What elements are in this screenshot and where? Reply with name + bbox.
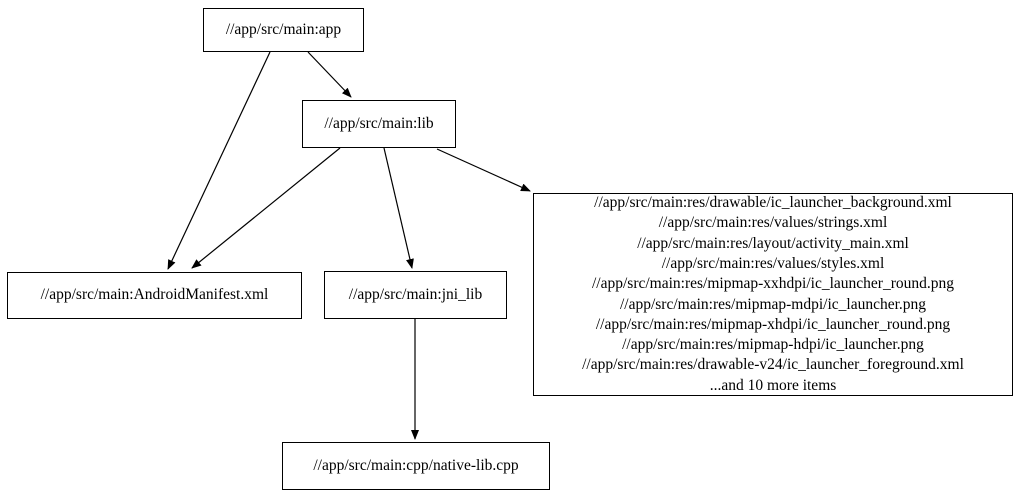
res-group-line: //app/src/main:res/mipmap-xhdpi/ic_launc…: [595, 315, 951, 333]
graph-node-lib-label: //app/src/main:lib: [324, 114, 434, 132]
res-group-line: //app/src/main:res/mipmap-xxhdpi/ic_laun…: [591, 275, 954, 293]
graph-node-app: //app/src/main:app: [203, 8, 364, 52]
res-group-line: //app/src/main:res/drawable/ic_launcher_…: [594, 194, 952, 212]
edge-lib-to-jni-lib: [383, 147, 414, 269]
graph-node-android-manifest: //app/src/main:AndroidManifest.xml: [7, 272, 302, 319]
graph-node-app-label: //app/src/main:app: [225, 20, 342, 38]
graph-node-jni-lib: //app/src/main:jni_lib: [324, 271, 507, 319]
edge-lib-to-res-group: [436, 148, 531, 192]
edge-app-to-manifest: [167, 51, 271, 270]
edge-app-to-lib: [307, 51, 352, 98]
res-group-line: //app/src/main:res/values/styles.xml: [661, 254, 885, 272]
res-group-line: //app/src/main:res/values/strings.xml: [658, 214, 888, 232]
res-group-line: //app/src/main:res/mipmap-hdpi/ic_launch…: [622, 336, 924, 354]
graph-node-jni-lib-label: //app/src/main:jni_lib: [348, 285, 483, 303]
res-group-line: ...and 10 more items: [709, 376, 837, 394]
graph-node-native-lib-cpp-label: //app/src/main:cpp/native-lib.cpp: [313, 456, 519, 474]
edge-lib-to-manifest: [191, 147, 341, 269]
graph-node-android-manifest-label: //app/src/main:AndroidManifest.xml: [40, 286, 269, 304]
graph-node-res-group: //app/src/main:res/drawable/ic_launcher_…: [533, 193, 1013, 396]
res-group-line: //app/src/main:res/layout/activity_main.…: [637, 234, 909, 252]
res-group-line: //app/src/main:res/mipmap-mdpi/ic_launch…: [619, 295, 927, 313]
graph-node-lib: //app/src/main:lib: [302, 100, 456, 148]
res-group-line: //app/src/main:res/drawable-v24/ic_launc…: [582, 356, 964, 374]
graph-node-native-lib-cpp: //app/src/main:cpp/native-lib.cpp: [282, 442, 550, 490]
